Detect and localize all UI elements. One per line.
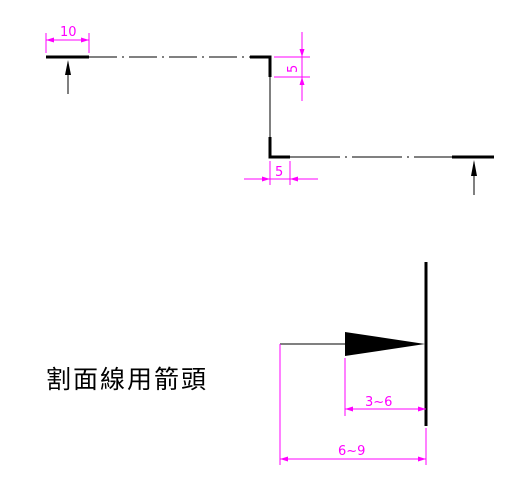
- dimension-arrow-extent: [279, 344, 427, 465]
- arrow-up-icon: [65, 60, 71, 75]
- view-arrow-left: [65, 60, 71, 94]
- arrow-up-icon: [471, 160, 477, 176]
- caption-section-line-arrow: 割面線用箭頭: [46, 365, 209, 394]
- arrowhead-icon: [345, 332, 425, 356]
- dimension-label-arrow-extent: 6~9: [338, 444, 365, 459]
- arrow-detail: [280, 262, 428, 426]
- dimension-arrow-length: [344, 358, 426, 416]
- cutting-plane-line: [46, 55, 494, 159]
- dimension-label-horizontal-offset: 5: [275, 165, 283, 180]
- thick-corner-top: [250, 55, 272, 77]
- dimension-label-vertical-offset: 5: [286, 65, 301, 73]
- view-arrow-right: [471, 160, 477, 195]
- dimension-label-top-stroke: 10: [60, 25, 77, 40]
- thick-corner-bottom: [268, 137, 290, 159]
- dimension-label-arrow-length: 3~6: [365, 395, 392, 410]
- dimension-vertical-offset: [274, 32, 310, 101]
- dimension-horizontal-offset: [244, 161, 318, 185]
- dimension-top-stroke: [45, 33, 90, 53]
